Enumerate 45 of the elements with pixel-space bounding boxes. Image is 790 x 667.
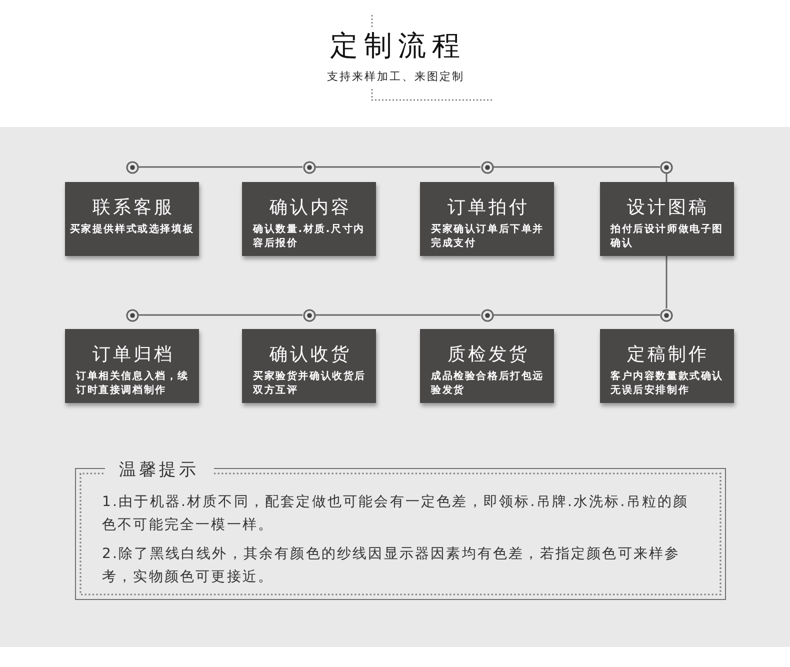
step-title: 定稿制作 xyxy=(626,343,709,367)
step-title: 联系客服 xyxy=(91,196,174,220)
timeline-dot xyxy=(302,160,316,174)
step-description: 买家提供样式或选择填板 xyxy=(68,223,196,237)
timeline-dot xyxy=(302,308,316,322)
note-text: 2.除了黑线白线外，其余有颜色的纱线因显示器因素均有色差，若指定颜色可来样参考，实物颜色可更接近。 xyxy=(102,544,682,586)
note-text: 1.由于机器.材质不同，配套定做也可能会有一定色差，即领标.吊牌.水洗标.吊粒的颜色不可能完全一模一样。 xyxy=(102,492,690,534)
timeline-dot xyxy=(480,308,494,322)
timeline-dot xyxy=(126,160,138,174)
step-title: 订单归档 xyxy=(91,343,174,367)
connector-line xyxy=(138,314,302,316)
step-box xyxy=(242,329,376,403)
step-title: 质检发货 xyxy=(446,343,530,367)
step-description: 买家确认订单后下单并完成支付 xyxy=(431,223,545,251)
title: 定制流程 xyxy=(329,29,466,63)
step-box xyxy=(242,182,376,256)
connector-line xyxy=(316,166,480,168)
timeline-dot xyxy=(660,160,673,174)
connector-line xyxy=(494,166,660,168)
timeline-dot xyxy=(660,308,673,322)
step-description: 确认数量.材质.尺寸内容后报价 xyxy=(253,223,366,251)
step-description: 买家验货并确认收货后双方互评 xyxy=(253,370,367,398)
step-description: 拍付后设计师做电子图确认 xyxy=(610,223,724,251)
step-description: 客户内容数量款式确认无误后安排制作 xyxy=(610,370,724,398)
timeline-dot xyxy=(126,308,138,322)
step-box xyxy=(65,329,199,403)
connector-line xyxy=(666,174,668,182)
notes-heading: 温馨提示 xyxy=(119,459,199,481)
subtitle: 支持来样加工、来图定制 xyxy=(326,70,464,84)
step-box xyxy=(600,182,734,256)
connector-line xyxy=(666,256,668,308)
timeline-dot xyxy=(480,160,494,174)
step-title: 设计图稿 xyxy=(626,196,709,220)
connector-line xyxy=(494,314,660,316)
step-description: 成品检验合格后打包远验发货 xyxy=(431,370,545,398)
step-title: 订单拍付 xyxy=(446,196,530,220)
connector-line xyxy=(316,314,480,316)
step-box xyxy=(600,329,734,403)
step-title: 确认内容 xyxy=(268,196,352,220)
step-box xyxy=(420,329,554,403)
step-description: 订单相关信息入档，续订时直接调档制作 xyxy=(76,370,190,398)
connector-line xyxy=(138,166,302,168)
step-title: 确认收货 xyxy=(268,343,352,367)
step-box xyxy=(65,182,199,256)
step-box xyxy=(420,182,554,256)
